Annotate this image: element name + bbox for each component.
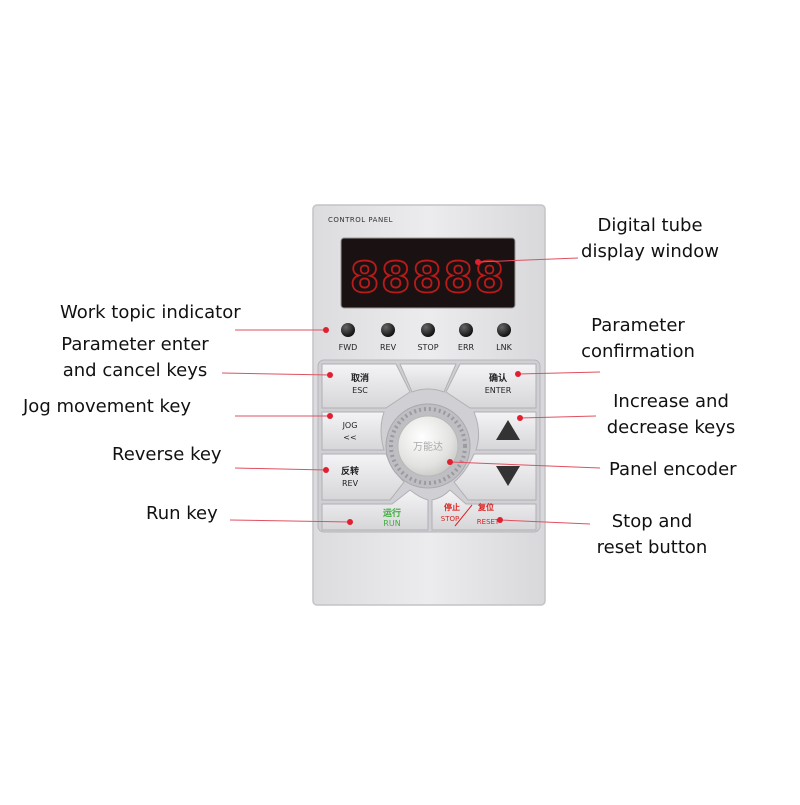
enter-key[interactable] <box>445 363 537 409</box>
up-arrow-icon <box>496 420 520 440</box>
stop-reset-slash <box>454 504 473 527</box>
dot-param-confirm <box>515 371 521 377</box>
lnk-led-icon <box>497 323 511 337</box>
label-panel-encoder: Panel encoder <box>609 457 737 483</box>
label-param-confirm-line1: Parameter <box>591 315 685 336</box>
label-param-enter-line1: Parameter enter <box>61 334 209 355</box>
label-param-enter-cancel: Parameter enter and cancel keys <box>50 332 220 384</box>
esc-key[interactable] <box>321 363 411 409</box>
label-work-indicator: Work topic indicator <box>60 300 241 326</box>
run-key-en: RUN <box>383 519 400 528</box>
up-center-key[interactable] <box>399 363 457 393</box>
encoder-knob[interactable] <box>397 415 459 477</box>
enter-key-en: ENTER <box>485 386 512 395</box>
leader-run <box>229 519 351 523</box>
dot-param-enter <box>327 372 333 378</box>
label-digital-tube-line1: Digital tube <box>597 215 703 236</box>
display-digits: 88888 <box>350 253 506 302</box>
leader-stop-reset <box>499 519 591 525</box>
leader-lines <box>221 257 601 525</box>
err-led-icon <box>459 323 473 337</box>
indicator-label-rev: REV <box>380 343 397 352</box>
stop-key-cn: 停止 <box>444 502 460 512</box>
rev-key-en: REV <box>342 479 359 488</box>
decrease-key[interactable] <box>453 453 537 501</box>
label-param-confirm: Parameter confirmation <box>568 313 708 365</box>
jog-key-en: JOG <box>342 421 358 430</box>
label-param-enter-line2: and cancel keys <box>62 360 208 381</box>
indicator-label-err: ERR <box>458 343 475 352</box>
label-run-key: Run key <box>146 501 218 527</box>
label-digital-tube: Digital tube display window <box>572 213 728 265</box>
label-reverse-key-line1: Reverse key <box>112 444 222 465</box>
encoder-ticks <box>389 407 467 485</box>
panel-header: CONTROL PANEL <box>328 216 393 224</box>
leader-param-confirm <box>517 371 601 375</box>
label-jog-key: Jog movement key <box>23 394 191 420</box>
digital-display <box>340 237 516 309</box>
label-param-confirm-line2: confirmation <box>581 341 695 362</box>
dot-inc-dec <box>517 415 523 421</box>
label-digital-tube-line2: display window <box>581 241 719 262</box>
indicator-row: FWD REV STOP ERR LNK <box>339 323 513 352</box>
stop-led-icon <box>421 323 435 337</box>
dot-encoder <box>447 459 453 465</box>
esc-key-en: ESC <box>352 386 368 395</box>
reset-key-en: RESET <box>477 518 500 526</box>
enter-key-cn: 确认 <box>489 372 508 384</box>
indicator-label-fwd: FWD <box>339 343 358 352</box>
jog-key[interactable] <box>321 411 385 451</box>
dot-jog <box>327 413 333 419</box>
leader-encoder <box>449 461 601 469</box>
esc-key-cn: 取消 <box>351 372 369 384</box>
dot-reverse <box>323 467 329 473</box>
label-jog-key-line1: Jog movement key <box>23 396 192 417</box>
run-key-cn: 运行 <box>383 507 401 519</box>
down-arrow-icon <box>496 466 520 486</box>
encoder-text: 万能达 <box>413 440 443 453</box>
dot-digital-tube <box>475 259 481 265</box>
label-inc-dec-line2: decrease keys <box>606 417 736 438</box>
label-inc-dec-keys: Increase and decrease keys <box>596 389 746 441</box>
leader-reverse <box>234 467 327 471</box>
keypad: 取消 ESC 确认 ENTER JOG << 反转 REV 运行 RUN 停止 … <box>317 359 541 533</box>
fwd-led-icon <box>341 323 355 337</box>
label-run-key-line1: Run key <box>146 503 218 524</box>
rev-led-icon <box>381 323 395 337</box>
indicator-label-lnk: LNK <box>496 343 512 352</box>
stop-key-en: STOP <box>441 515 459 523</box>
dot-work-indicator <box>323 327 329 333</box>
reset-key-cn: 复位 <box>477 502 494 512</box>
label-stop-reset-line1: Stop and <box>611 511 693 532</box>
leader-param-enter <box>221 372 331 376</box>
label-inc-dec-line1: Increase and <box>613 391 729 412</box>
label-stop-reset: Stop and reset button <box>582 509 722 561</box>
rev-key-cn: 反转 <box>341 465 359 477</box>
leader-digital-tube <box>477 257 579 263</box>
leader-inc-dec <box>519 415 597 419</box>
jog-key-sub: << <box>343 433 356 442</box>
dot-run <box>347 519 353 525</box>
label-panel-encoder-line1: Panel encoder <box>609 459 737 480</box>
label-stop-reset-line2: reset button <box>596 537 708 558</box>
indicator-label-stop: STOP <box>417 343 438 352</box>
label-work-indicator-line1: Work topic indicator <box>60 302 241 323</box>
dot-stop-reset <box>497 517 503 523</box>
label-reverse-key: Reverse key <box>112 442 222 468</box>
